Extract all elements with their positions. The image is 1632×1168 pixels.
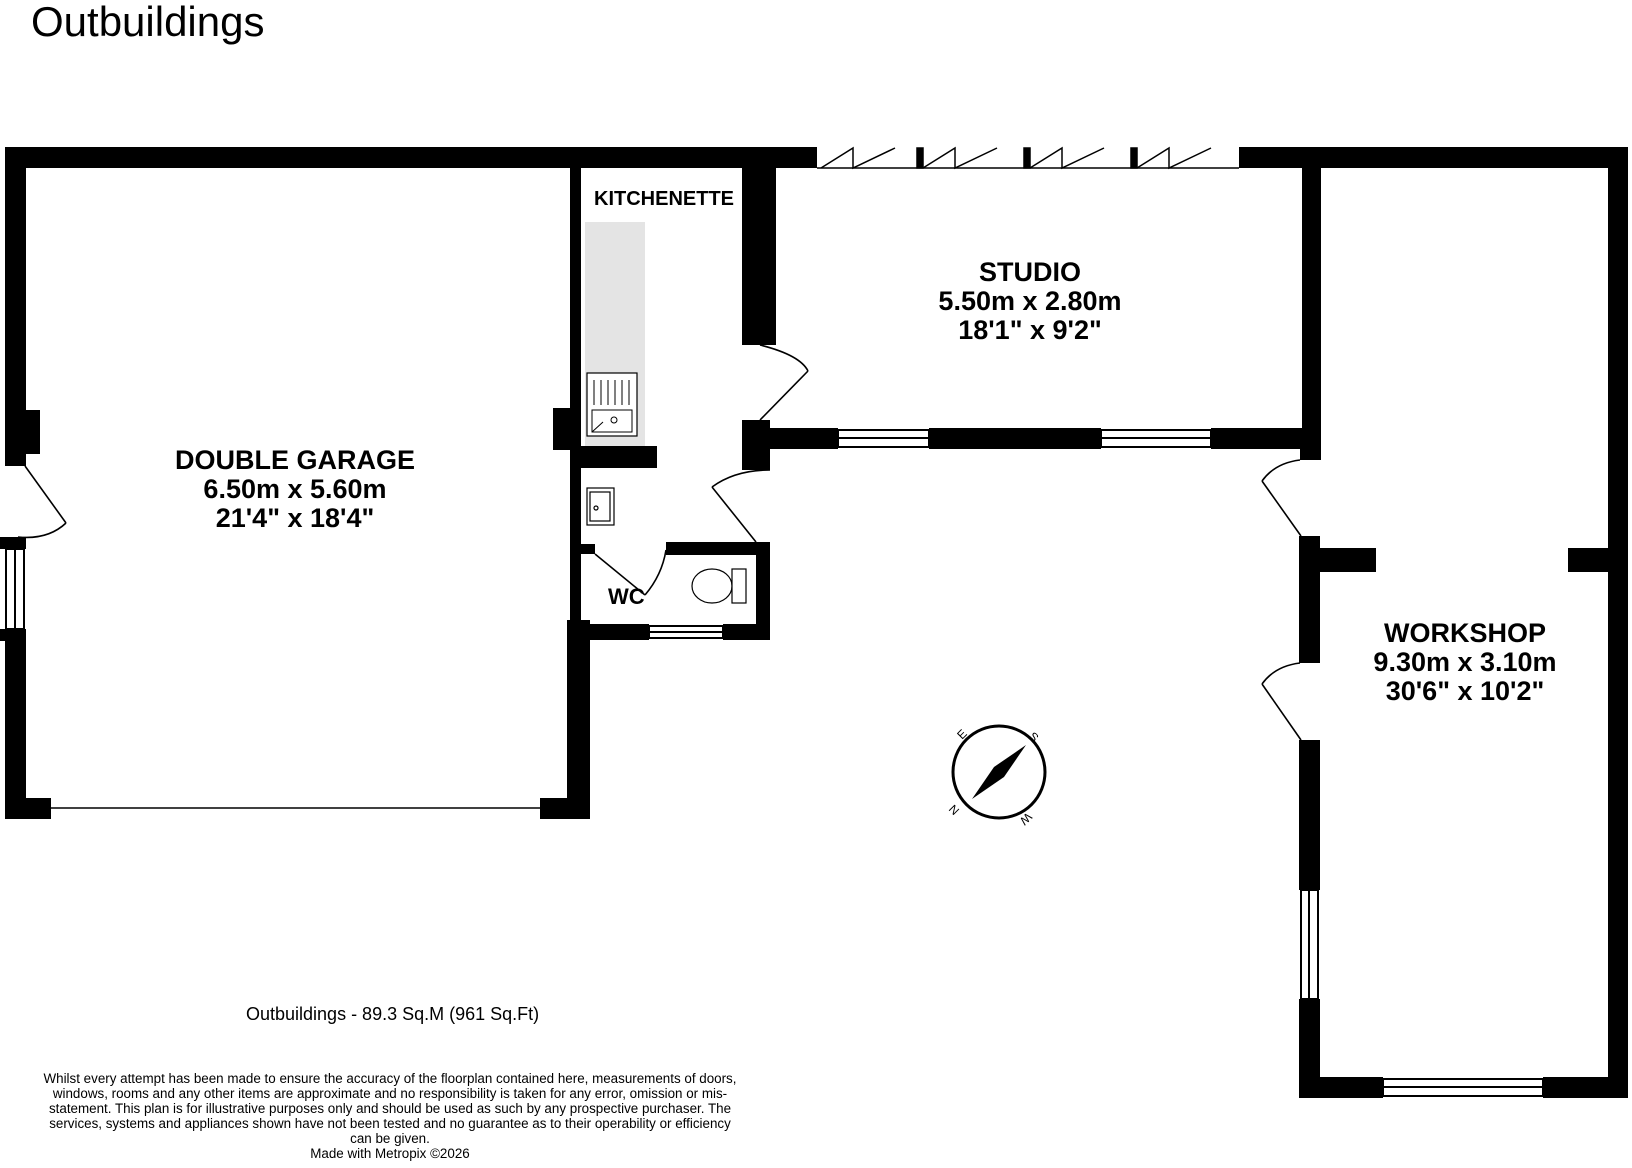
compass-icon: E S N W xyxy=(946,724,1047,828)
room-name: STUDIO xyxy=(978,257,1081,287)
room-label-workshop: WORKSHOP 9.30m x 3.10m 30'6" x 10'2" xyxy=(1350,619,1580,706)
wc-fittings xyxy=(586,487,747,604)
room-metric: 6.50m x 5.60m xyxy=(203,474,387,504)
room-name: WORKSHOP xyxy=(1384,618,1546,648)
compass-south: S xyxy=(1026,729,1042,745)
room-name: DOUBLE GARAGE xyxy=(174,445,415,475)
room-label-wc: WC xyxy=(608,584,645,609)
credit-text: Made with Metropix ©2026 xyxy=(310,1146,470,1161)
kitchenette-fittings xyxy=(585,222,645,446)
disclaimer-text: Whilst every attempt has been made to en… xyxy=(43,1071,737,1146)
compass-north: N xyxy=(946,802,962,818)
walls xyxy=(0,147,1628,1098)
room-imperial: 18'1" x 9'2" xyxy=(958,315,1102,345)
room-label-double-garage: DOUBLE GARAGE 6.50m x 5.60m 21'4" x 18'4… xyxy=(170,446,420,533)
room-imperial: 30'6" x 10'2" xyxy=(1385,676,1545,706)
page-title: Outbuildings xyxy=(31,0,265,45)
room-imperial: 21'4" x 18'4" xyxy=(215,503,375,533)
windows xyxy=(5,429,1544,1097)
room-metric: 9.30m x 3.10m xyxy=(1373,647,1557,677)
room-metric: 5.50m x 2.80m xyxy=(938,286,1122,316)
total-area: Outbuildings - 89.3 Sq.M (961 Sq.Ft) xyxy=(246,1004,540,1024)
bifold-doors xyxy=(817,146,1239,170)
room-label-kitchenette: KITCHENETTE xyxy=(594,188,734,210)
doors xyxy=(17,344,1302,809)
disclaimer: Whilst every attempt has been made to en… xyxy=(40,1071,740,1161)
room-label-studio: STUDIO 5.50m x 2.80m 18'1" x 9'2" xyxy=(920,258,1140,345)
